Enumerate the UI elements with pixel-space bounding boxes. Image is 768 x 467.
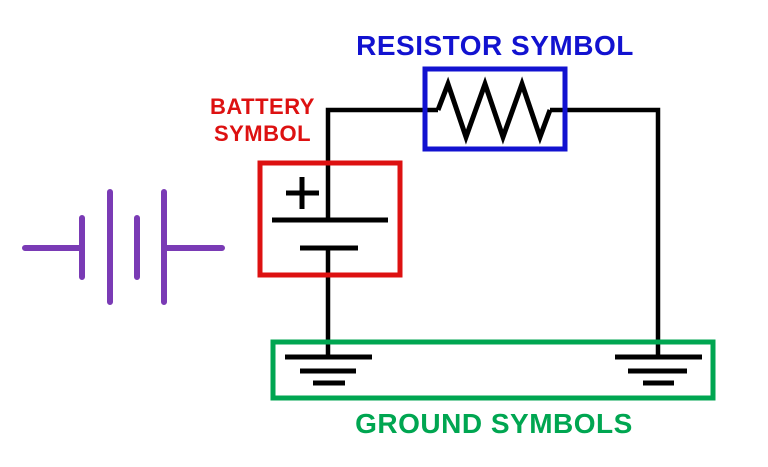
ground-symbol-left (285, 354, 372, 386)
purple-battery-symbol (22, 189, 225, 305)
battery-highlight-box (257, 160, 403, 278)
resistor-zigzag (435, 76, 553, 145)
circuit-wires (325, 107, 661, 357)
ground-highlight-box (270, 339, 716, 401)
battery-symbol-label-line1: BATTERY (210, 94, 315, 119)
resistor-highlight-box (422, 66, 568, 152)
resistor-symbol-label: RESISTOR SYMBOL (356, 30, 634, 61)
ground-symbol-right (615, 354, 702, 386)
ground-symbols-label: GROUND SYMBOLS (355, 408, 633, 439)
battery-symbol-label-line2: SYMBOL (213, 121, 312, 146)
battery-cell-symbol (272, 177, 388, 251)
battery-symbol-label: BATTERY SYMBOL (185, 93, 340, 147)
